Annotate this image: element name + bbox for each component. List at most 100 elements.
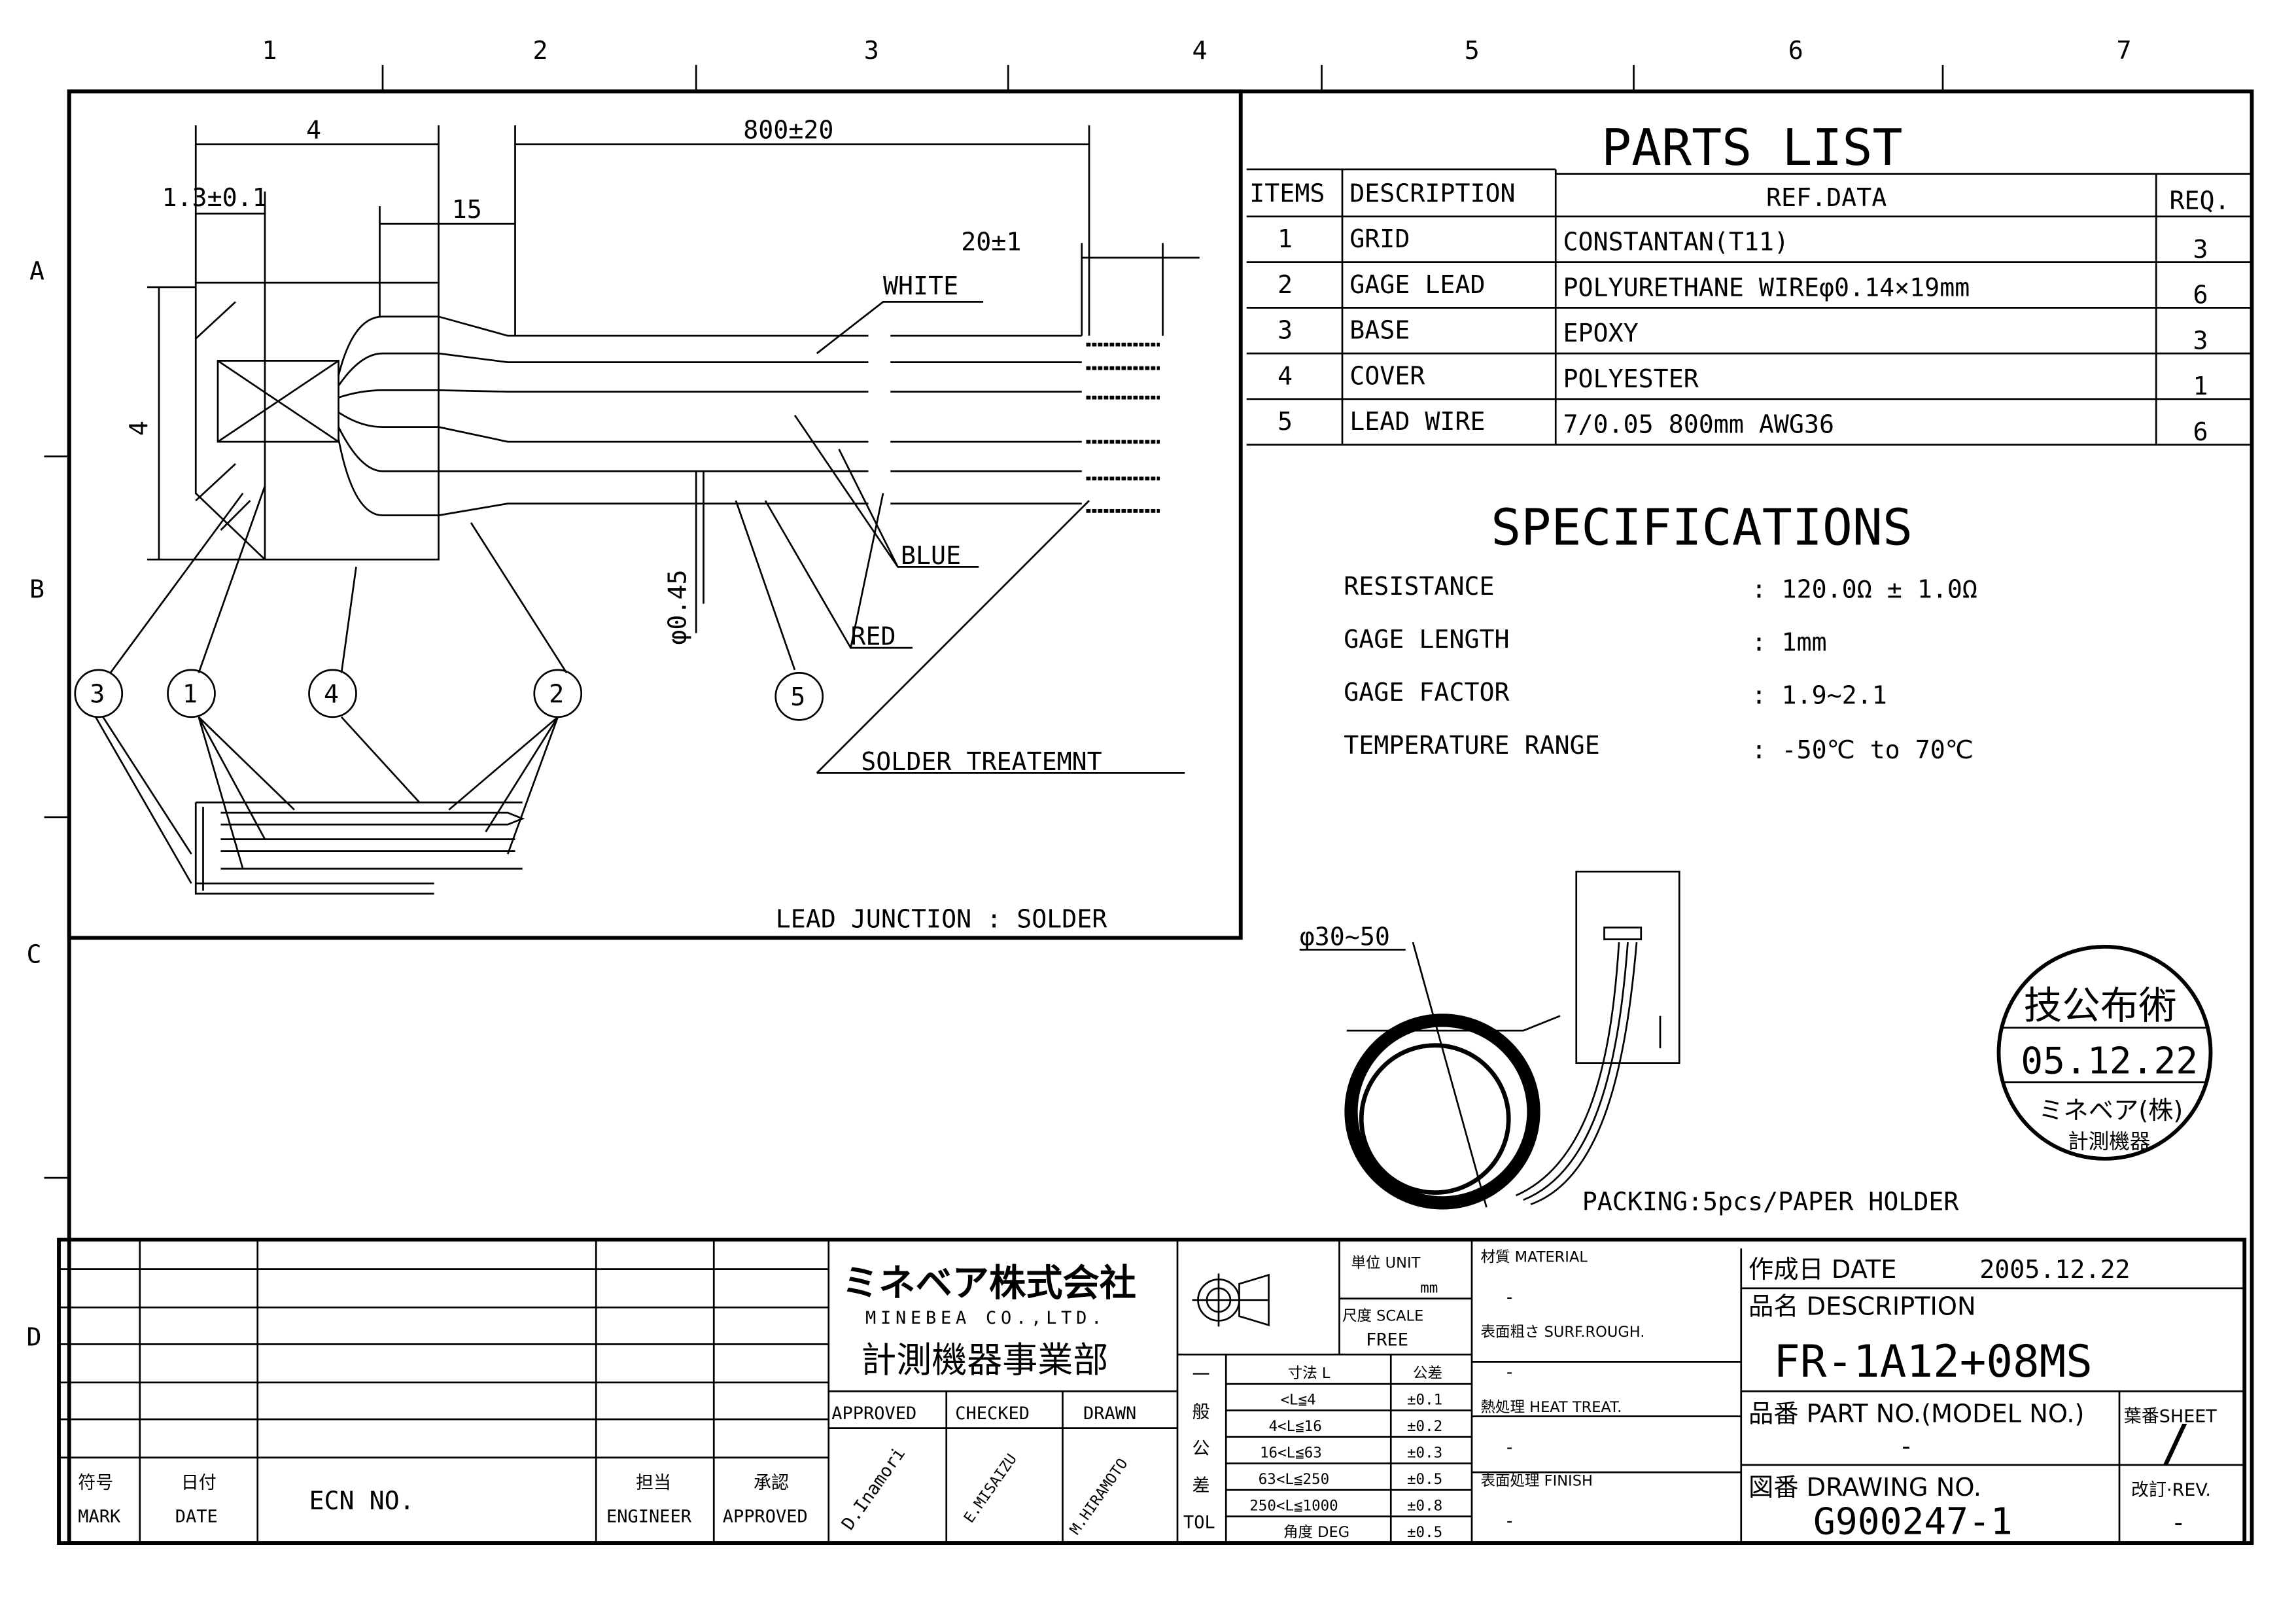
parts-header: REQ.: [2170, 186, 2230, 216]
tol-value: ±0.8: [1407, 1498, 1442, 1515]
parts-desc: GRID: [1349, 224, 1410, 254]
zone-col: 1: [262, 36, 277, 65]
approval-stamp: 技公布術 05.12.22 ミネベア(株) 計測機器: [1996, 944, 2213, 1161]
surf-label: 表面粗さ SURF.ROUGH.: [1481, 1324, 1645, 1341]
sheet-value: /: [2161, 1415, 2191, 1473]
heat-label: 熱処理 HEAT TREAT.: [1481, 1399, 1622, 1416]
label-red: RED: [851, 622, 896, 652]
detail-view-frame: [67, 89, 1243, 940]
signature-approved: D.Inamori: [838, 1444, 909, 1534]
parts-list-title: PARTS LIST: [1601, 119, 1903, 177]
sheet-border: [67, 89, 2254, 1545]
tol-range: 角度 DEG: [1283, 1524, 1349, 1541]
callouts: [74, 485, 824, 895]
rev-header-en: ENGINEER: [606, 1507, 692, 1527]
dim-offset: 15: [452, 195, 482, 224]
parts-header: ITEMS: [1249, 179, 1325, 208]
signature-checked: E.MISAIZU: [961, 1451, 1020, 1527]
tol-side: 差: [1192, 1475, 1210, 1496]
rev-header-en: APPROVED: [723, 1507, 808, 1527]
parts-ref: CONSTANTAN(T11): [1563, 228, 1789, 257]
sheet-label: 葉番SHEET: [2124, 1407, 2218, 1427]
lead-junction-note: LEAD JUNCTION : SOLDER: [776, 905, 1108, 934]
rev-label: 改訂·REV.: [2131, 1480, 2211, 1500]
parts-ref: POLYURETHANE WIREφ0.14×19mm: [1563, 273, 1970, 302]
callout-2: 2: [549, 679, 564, 709]
revision-table: 符号 MARK 日付 DATE ECN NO. 担当 ENGINEER 承認 A…: [78, 1473, 808, 1527]
wire-label-lines: [735, 301, 1185, 774]
signature-drawn: M.HIRAMOTO: [1067, 1455, 1132, 1538]
spec-label: GAGE FACTOR: [1344, 678, 1510, 707]
tol-header: 寸法 L: [1288, 1365, 1331, 1382]
unit-value: mm: [1420, 1280, 1438, 1297]
rev-header-jp: 符号: [78, 1473, 113, 1493]
parts-ref: POLYESTER: [1563, 364, 1699, 394]
tol-side: 公: [1192, 1439, 1210, 1459]
rev-header-en: ECN NO.: [309, 1486, 415, 1515]
callout-5: 5: [790, 682, 805, 712]
parts-req: 3: [2193, 235, 2208, 264]
tol-header: 公差: [1413, 1365, 1442, 1382]
finish-label: 表面処理 FINISH: [1481, 1472, 1593, 1489]
parts-item: 5: [1278, 407, 1293, 436]
partno-label: 品番 PART NO.(MODEL NO.): [1748, 1400, 2084, 1429]
tol-side: 般: [1192, 1402, 1210, 1422]
spec-label: RESISTANCE: [1344, 572, 1494, 601]
rev-header-jp: 承認: [754, 1473, 789, 1493]
tol-side: TOL: [1183, 1513, 1215, 1533]
tol-range: 250<L≦1000: [1249, 1498, 1338, 1515]
specifications: RESISTANCE : 120.0Ω ± 1.0Ω GAGE LENGTH :…: [1344, 572, 1977, 765]
spec-value: : 1.9~2.1: [1752, 681, 1887, 711]
dim-lead-length: 800±20: [743, 116, 833, 145]
callout-4: 4: [324, 679, 339, 709]
dim-wire-dia: φ0.45: [663, 569, 693, 644]
parts-desc: COVER: [1349, 361, 1425, 391]
parts-rows: 1 GRID CONSTANTAN(T11) 3 2 GAGE LEAD POL…: [1278, 224, 2208, 447]
zone-markers: 1 2 3 4 5 6 7 A B C D: [27, 36, 2132, 1352]
dim-width: 4: [306, 116, 321, 145]
zone-col: 2: [533, 36, 548, 65]
parts-list: [1246, 168, 2252, 446]
drawing-no-value: G900247-1: [1813, 1501, 2013, 1544]
gauge-detail: [147, 125, 1200, 633]
dim-coil-dia: φ30~50: [1300, 923, 1390, 952]
stamp-dept: 計測機器: [2068, 1130, 2150, 1154]
spec-label: GAGE LENGTH: [1344, 625, 1509, 654]
zone-row: A: [29, 257, 44, 287]
spec-label: TEMPERATURE RANGE: [1344, 731, 1599, 760]
label-solder: SOLDER TREATEMNT: [861, 747, 1102, 777]
date-value: 2005.12.22: [1979, 1255, 2130, 1284]
tol-value: ±0.3: [1407, 1445, 1442, 1462]
callout-1: 1: [183, 679, 198, 709]
parts-ref: 7/0.05 800mm AWG36: [1563, 410, 1835, 440]
parts-desc: BASE: [1349, 316, 1410, 345]
parts-req: 1: [2193, 372, 2208, 401]
parts-desc: GAGE LEAD: [1349, 270, 1485, 300]
title-block: [57, 1237, 2247, 1545]
material-value: -: [1505, 1287, 1515, 1307]
rev-header-en: DATE: [175, 1507, 218, 1527]
zone-row: C: [27, 940, 42, 970]
parts-req: 6: [2193, 281, 2208, 310]
stamp-date: 05.12.22: [2021, 1040, 2198, 1082]
tol-value: ±0.1: [1407, 1392, 1442, 1409]
date-label: 作成日 DATE: [1748, 1255, 1896, 1284]
zone-col: 7: [2117, 36, 2132, 65]
spec-value: : 120.0Ω ± 1.0Ω: [1752, 575, 1977, 605]
label-blue: BLUE: [901, 541, 961, 571]
zone-col: 6: [1788, 36, 1803, 65]
rev-value: -: [2171, 1508, 2186, 1538]
specifications-title: SPECIFICATIONS: [1491, 499, 1913, 557]
zone-row: B: [29, 575, 44, 605]
dim-strip: 20±1: [961, 228, 1021, 257]
tol-value: ±0.5: [1407, 1524, 1442, 1541]
rev-header-jp: 担当: [636, 1473, 671, 1493]
parts-item: 4: [1278, 361, 1293, 391]
drawing-no-label: 図番 DRAWING NO.: [1748, 1473, 1981, 1502]
division-name: 計測機器事業部: [861, 1339, 1108, 1381]
tol-value: ±0.5: [1407, 1471, 1442, 1488]
tol-range: <L≦4: [1281, 1392, 1316, 1409]
parts-ref: EPOXY: [1563, 319, 1639, 348]
parts-item: 1: [1278, 224, 1293, 254]
